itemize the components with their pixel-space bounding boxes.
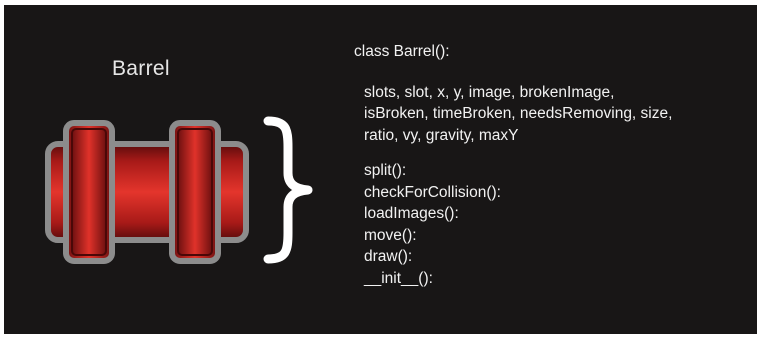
attribute-line: slots, slot, x, y, image, brokenImage, — [364, 83, 615, 101]
method-line: loadImages(): — [364, 205, 459, 222]
method-line: checkForCollision(): — [364, 183, 501, 201]
attribute-line: ratio, vy, gravity, maxY — [364, 126, 519, 144]
diagram-canvas: Barrel class Barrel(): — [4, 5, 757, 334]
method-line: draw(): — [364, 248, 413, 265]
method-line: __init__(): — [364, 269, 433, 287]
method-line: split(): — [364, 162, 407, 179]
class-declaration: class Barrel(): — [354, 43, 450, 60]
diagram-title: Barrel — [112, 57, 170, 80]
attribute-line: isBroken, timeBroken, needsRemoving, siz… — [364, 105, 673, 122]
curly-brace-icon — [263, 116, 313, 264]
class-code-block: class Barrel(): slots, slot, x, y, image… — [354, 41, 672, 289]
method-line: move(): — [364, 226, 417, 244]
barrel-icon — [45, 120, 249, 264]
